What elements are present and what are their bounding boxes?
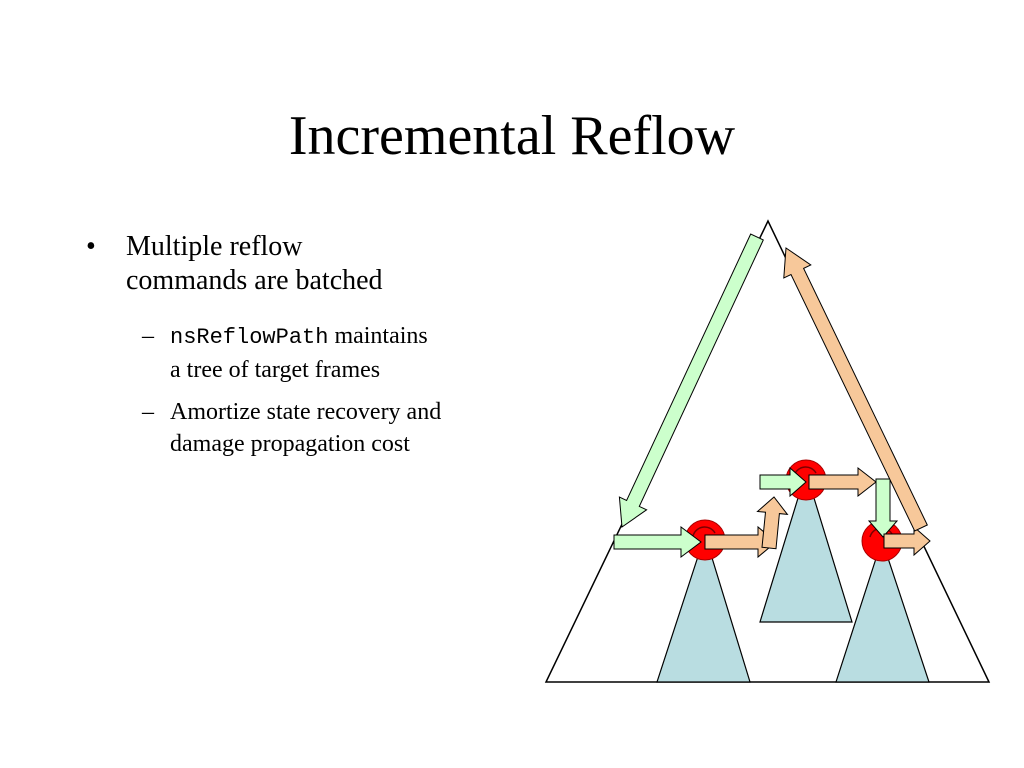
- dash-marker: –: [142, 323, 154, 349]
- return-arrow-long: [783, 247, 928, 532]
- bullet-marker: •: [86, 231, 96, 262]
- sub-bullet-line: Amortize state recovery and: [170, 399, 442, 425]
- subtree-triangle: [656, 533, 751, 683]
- subtree-triangle: [835, 538, 930, 683]
- sub-bullet-text: maintains: [328, 323, 428, 349]
- descent-arrow: [867, 478, 899, 538]
- return-arrow: [756, 496, 789, 550]
- subtree-triangle: [759, 469, 853, 623]
- descent-arrow: [759, 466, 807, 498]
- reflow-tree-diagram: [544, 219, 991, 683]
- sub-bullet-item: – nsReflowPath maintains a tree of targe…: [86, 320, 516, 386]
- return-arrow: [883, 525, 931, 557]
- bullet-list: • Multiple reflow commands are batched –…: [86, 230, 516, 460]
- sub-bullet-line: damage propagation cost: [170, 431, 410, 457]
- return-arrow: [808, 466, 877, 498]
- slide-title: Incremental Reflow: [288, 105, 736, 167]
- code-text: nsReflowPath: [170, 325, 329, 350]
- sub-bullet-line: a tree of target frames: [170, 357, 381, 383]
- bullet-item: • Multiple reflow commands are batched: [86, 230, 516, 298]
- sub-bullet-item: – Amortize state recovery and damage pro…: [86, 396, 516, 460]
- descent-arrow-long: [618, 233, 764, 528]
- bullet-line: Multiple reflow: [126, 231, 303, 262]
- bullet-line: commands are batched: [126, 265, 383, 296]
- sub-bullet-line: nsReflowPath maintains: [170, 320, 516, 354]
- dash-marker: –: [142, 399, 154, 425]
- descent-arrow-horizontal: [613, 526, 702, 558]
